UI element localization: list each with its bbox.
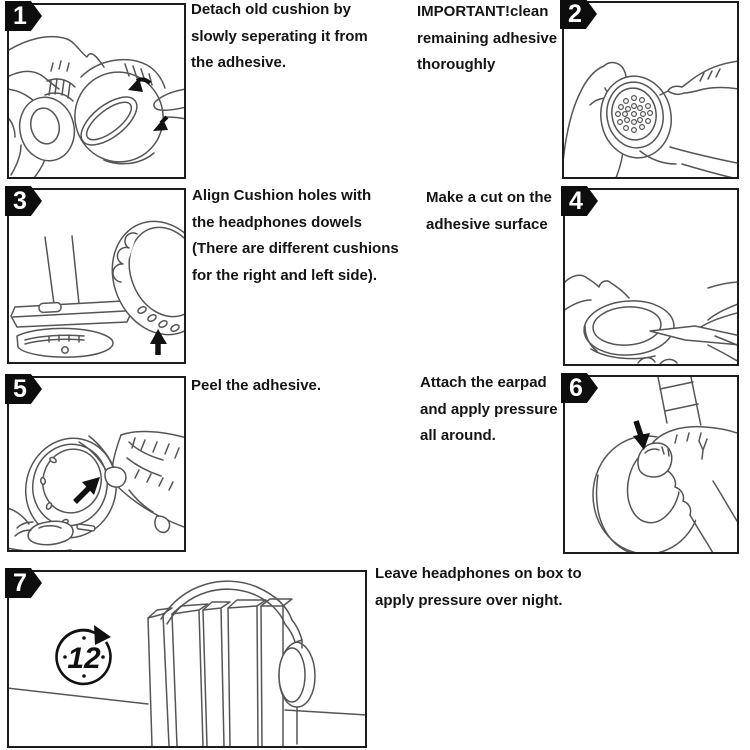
svg-text:12: 12 xyxy=(67,642,101,675)
